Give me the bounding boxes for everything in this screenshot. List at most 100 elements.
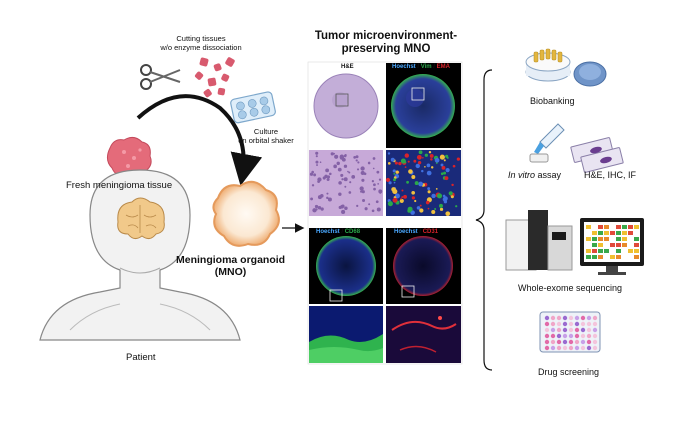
- panel-label-he: H&E: [341, 64, 354, 70]
- he-nucleus: [309, 172, 314, 176]
- stain-ema: EMA: [436, 64, 450, 70]
- if-cell: [399, 198, 404, 203]
- he-nucleus: [338, 205, 342, 210]
- plate-well: [544, 315, 550, 321]
- panel-cd31-zoom: [386, 306, 461, 363]
- if-cell: [393, 172, 396, 175]
- seq-read: [586, 249, 591, 253]
- organoid-line-1: Meningioma organoid: [176, 254, 286, 266]
- he-nucleus: [341, 209, 346, 214]
- he-nucleus: [327, 197, 332, 202]
- he-nucleus: [339, 154, 344, 159]
- if-cell: [414, 181, 419, 186]
- he-nucleus: [326, 177, 330, 181]
- if-cell: [414, 199, 417, 203]
- if-cell: [445, 211, 451, 217]
- he-nucleus: [378, 178, 382, 181]
- plate-well: [568, 327, 574, 333]
- if-cell: [443, 171, 447, 175]
- seq-read: [604, 225, 609, 229]
- seq-read: [598, 231, 603, 235]
- panel-cd68-whole: [309, 228, 383, 304]
- he-nucleus: [325, 168, 330, 173]
- he-nucleus: [338, 181, 342, 185]
- title-line-1: Tumor microenvironment-: [314, 30, 458, 42]
- if-cell: [426, 163, 431, 168]
- plate-well: [556, 327, 562, 333]
- he-nucleus: [356, 168, 360, 171]
- plate-well: [550, 333, 556, 339]
- if-cell: [415, 163, 420, 169]
- he-nucleus: [311, 184, 315, 187]
- if-cell: [431, 209, 436, 214]
- if-cell: [442, 197, 448, 202]
- seq-read: [598, 255, 603, 259]
- he-nucleus: [333, 152, 336, 155]
- if-cell: [435, 188, 438, 190]
- if-cell: [411, 196, 416, 200]
- plate-well: [544, 339, 550, 345]
- if-cell: [407, 160, 410, 163]
- title-line-2: preserving MNO: [341, 43, 431, 55]
- plate-well: [592, 327, 598, 333]
- plate-well: [586, 315, 592, 321]
- plate-well: [574, 315, 580, 321]
- plate-well: [562, 333, 568, 339]
- seq-read: [634, 255, 639, 259]
- he-nucleus: [372, 167, 375, 170]
- plate-well: [592, 345, 598, 351]
- plate-well: [556, 339, 562, 345]
- if-cell: [424, 165, 426, 168]
- if-cell: [416, 154, 422, 160]
- plate-well: [556, 333, 562, 339]
- if-cell: [418, 181, 424, 187]
- he-nucleus: [343, 177, 348, 182]
- seq-read: [592, 249, 597, 253]
- he-nucleus: [355, 155, 359, 159]
- he-nucleus: [317, 195, 322, 200]
- he-nucleus: [368, 203, 371, 206]
- he-nucleus: [348, 191, 352, 194]
- panel-cd31-whole: [386, 228, 461, 304]
- if-cell: [387, 201, 393, 207]
- scissors-icon: [140, 64, 181, 90]
- seq-read: [634, 249, 639, 253]
- he-nucleus: [360, 170, 365, 176]
- patient-label: Patient: [126, 352, 156, 363]
- if-cell: [413, 159, 417, 163]
- if-cell: [445, 168, 450, 173]
- if-cell: [411, 190, 416, 195]
- he-nucleus: [317, 206, 322, 210]
- he-nucleus: [343, 154, 347, 158]
- wes-label: Whole-exome sequencing: [518, 283, 623, 293]
- plate-well: [544, 321, 550, 327]
- stain-hoechst: Hoechst: [392, 64, 416, 70]
- he-nucleus: [326, 192, 329, 195]
- if-cell: [428, 151, 432, 154]
- he-nucleus: [371, 209, 375, 213]
- he-nucleus: [315, 208, 318, 211]
- he-nucleus: [337, 167, 342, 172]
- he-nucleus: [344, 206, 348, 210]
- seq-read: [616, 255, 621, 259]
- he-nucleus: [329, 172, 332, 176]
- panel-cd68-zoom: [309, 306, 383, 363]
- if-cell: [426, 170, 432, 176]
- if-cell: [418, 150, 423, 155]
- plate-well: [544, 333, 550, 339]
- cutting-label: Cutting tissues w/o enzyme dissociation: [146, 34, 256, 52]
- if-cell: [421, 169, 424, 173]
- biobank-icon: [525, 48, 607, 87]
- he-nucleus: [349, 181, 352, 184]
- seq-read: [592, 237, 597, 241]
- if-cell: [456, 157, 461, 161]
- plate-well: [544, 345, 550, 351]
- he-nucleus: [310, 197, 314, 201]
- he-nucleus: [361, 190, 365, 194]
- tissue-fragments-icon: [194, 57, 235, 98]
- he-nucleus: [348, 171, 351, 174]
- seq-read: [610, 231, 615, 235]
- if-cell: [430, 166, 434, 169]
